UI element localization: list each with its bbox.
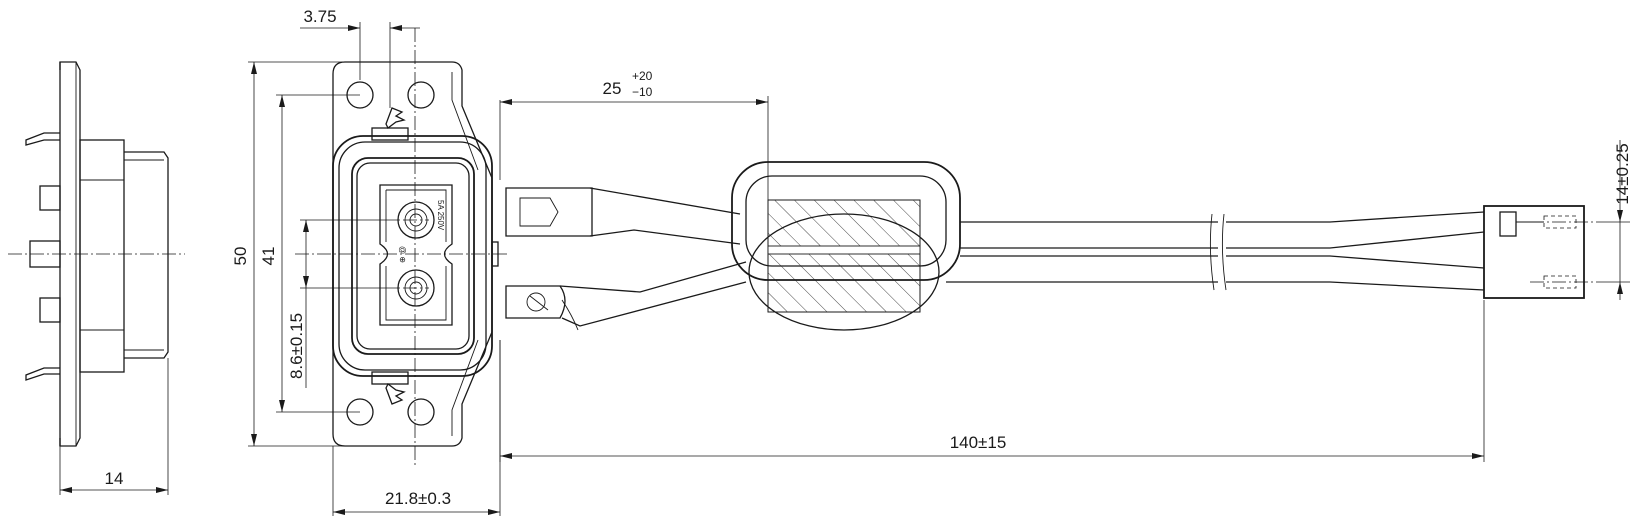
dim-lead-tol-minus: −10: [632, 85, 653, 99]
dim-cable-length: 140±15: [950, 433, 1007, 452]
dim-total-height: 50: [231, 247, 250, 266]
cable-assembly: 25 +20 −10 140±15 14±0.25: [499, 69, 1632, 462]
dim-side-depth: 14: [105, 469, 124, 488]
dim-hole-offset: 3.75: [303, 7, 336, 26]
side-view: 14: [8, 61, 185, 495]
dim-pin-pitch: 8.6±0.15: [287, 313, 306, 379]
dim-hole-pitch: 41: [259, 247, 278, 266]
dim-lead-length: 25: [603, 79, 622, 98]
front-view: 5A 250V @ ⊕ 3.75 50 41 8.6±0.15: [231, 7, 510, 516]
dim-plug-pitch: 14±0.25: [1613, 143, 1632, 204]
dim-body-width: 21.8±0.3: [385, 489, 451, 508]
dim-lead-tol-plus: +20: [632, 69, 653, 83]
rating-marking: 5A 250V: [436, 200, 445, 231]
approval-marking: @ ⊕: [398, 246, 407, 263]
